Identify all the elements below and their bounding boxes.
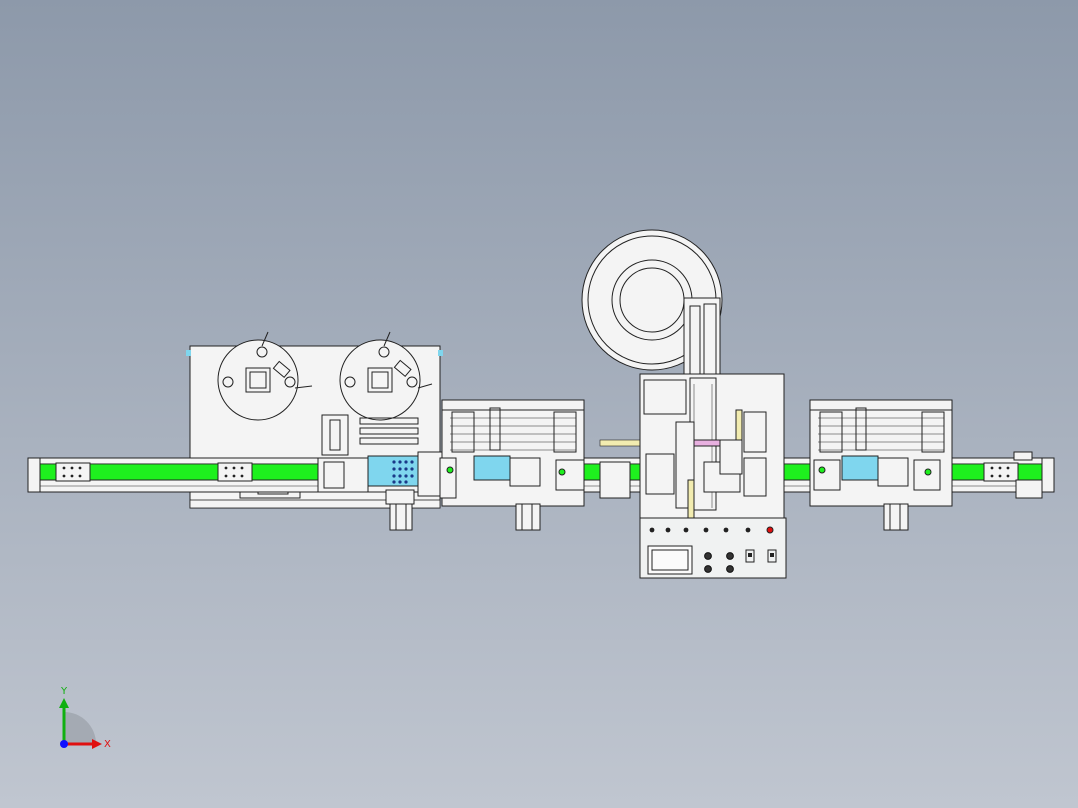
belt-joint-block [599,461,631,499]
right-end-bracket [1015,479,1043,499]
center-station [581,229,787,579]
right-end-cap [1013,451,1033,461]
y-axis-head [59,698,69,708]
cyan-module-3 [841,455,879,481]
yellow-rod-left [599,439,643,447]
left-plate-slots [321,414,419,456]
y-axis-label: Y [60,686,68,697]
coordinate-triad: X Y [59,686,111,750]
panel-indicators [649,527,751,533]
left-plate-notch-right [438,350,443,356]
x-axis-label: X [104,739,111,750]
rotary-table-1 [217,331,313,421]
conveyor-end-right [1041,457,1055,493]
fixture-left-2 [217,462,253,482]
station-frame-4 [809,399,953,531]
cyan-module-2 [473,455,511,481]
triad-origin [60,740,68,748]
station-frame-2 [439,399,585,531]
x-axis-head [92,739,102,749]
left-base-lower-strip [189,499,441,509]
fixture-left-1 [55,462,91,482]
triad-arc [64,712,96,744]
vibratory-bowl-feeder [581,229,723,377]
emergency-stop [766,526,774,534]
fixture-right-1 [983,462,1019,482]
rotary-table-2 [339,331,433,421]
conveyor-end-left [27,457,41,493]
panel-knobs [704,552,734,573]
left-plate-notch-left [186,350,191,356]
transfer-block-1 [317,451,443,531]
control-panel [639,517,787,579]
hmi-screen [647,545,693,575]
